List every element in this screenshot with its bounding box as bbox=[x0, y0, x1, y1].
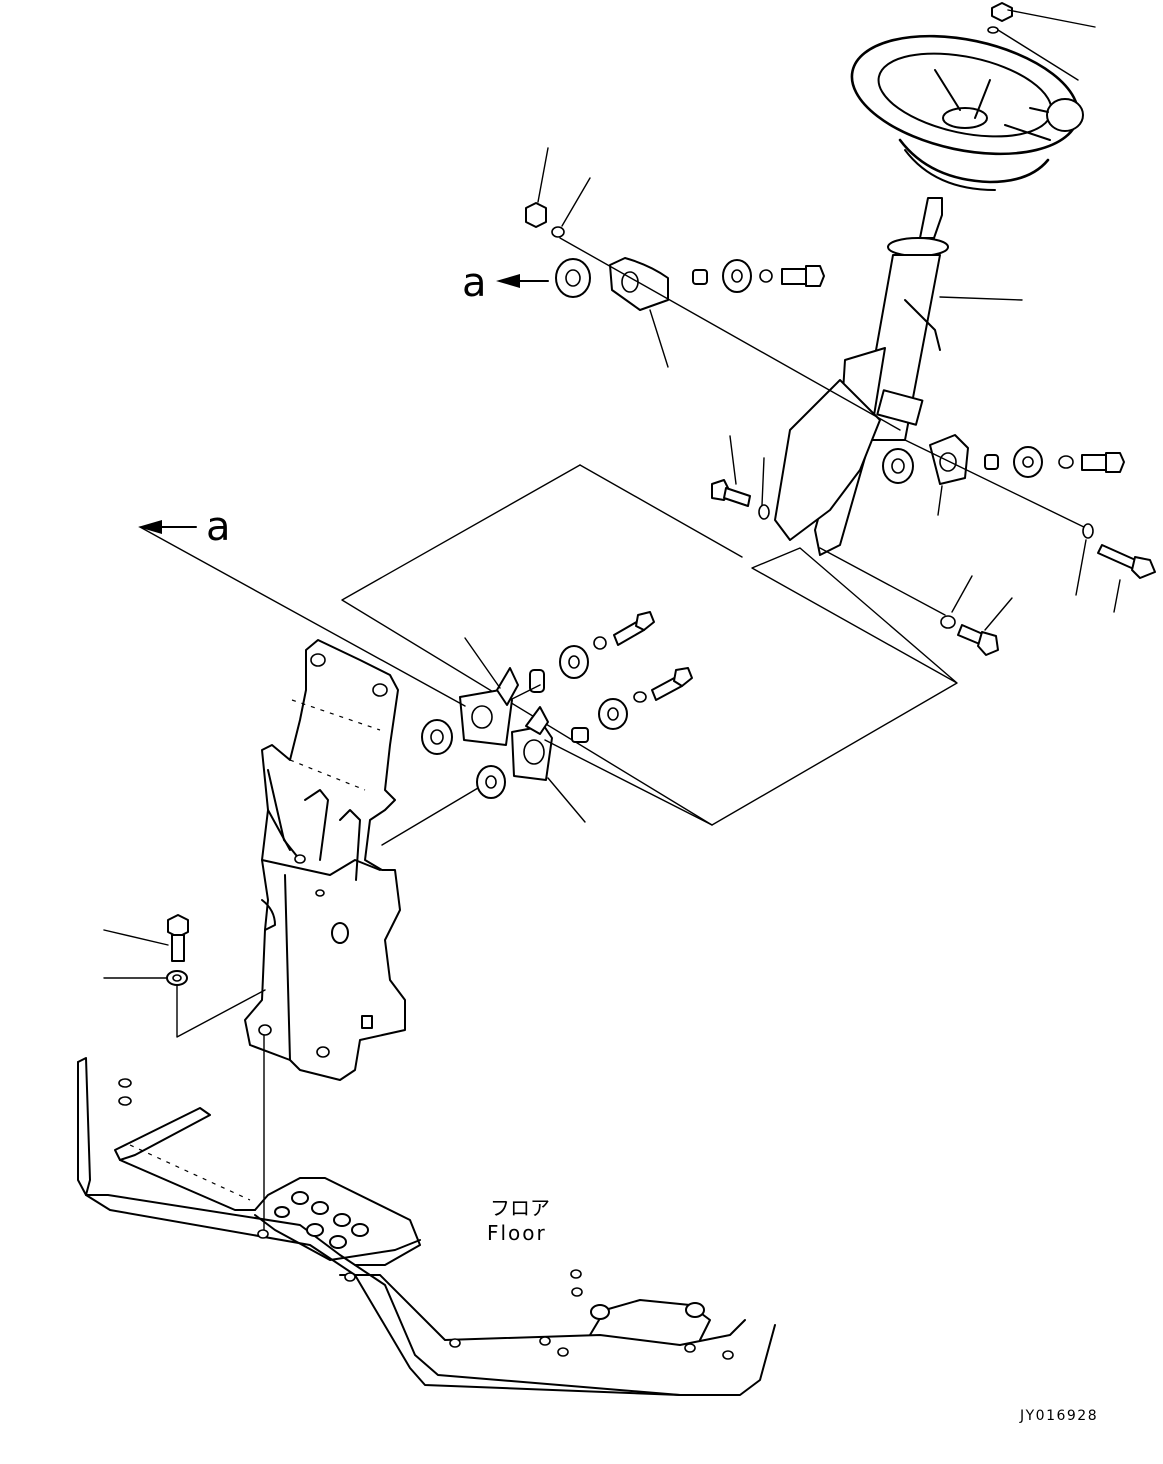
pedestal bbox=[244, 639, 406, 1081]
steering-column bbox=[774, 197, 1023, 556]
drawing-code: JY016928 bbox=[1019, 1408, 1098, 1424]
assembly-frame bbox=[341, 464, 958, 826]
wheel-leader-lines bbox=[997, 9, 1096, 81]
pedestal-bolt bbox=[103, 914, 266, 1231]
steering-wheel bbox=[850, 34, 1084, 191]
svg-text:a: a bbox=[462, 260, 487, 306]
floor-plate bbox=[77, 1057, 776, 1396]
svg-text:フロア: フロア bbox=[490, 1196, 550, 1220]
arrow-a-top: a bbox=[462, 260, 549, 306]
column-mount-bolt bbox=[711, 435, 770, 520]
svg-text:a: a bbox=[206, 504, 231, 550]
right-hardware bbox=[819, 434, 1156, 656]
floor-label: フロア Floor bbox=[487, 1196, 550, 1245]
arrow-a-left: a bbox=[138, 504, 466, 707]
upper-left-hardware bbox=[525, 147, 901, 431]
svg-text:Floor: Floor bbox=[487, 1221, 547, 1245]
wheel-nut bbox=[987, 2, 1013, 34]
middle-hardware bbox=[381, 611, 713, 846]
